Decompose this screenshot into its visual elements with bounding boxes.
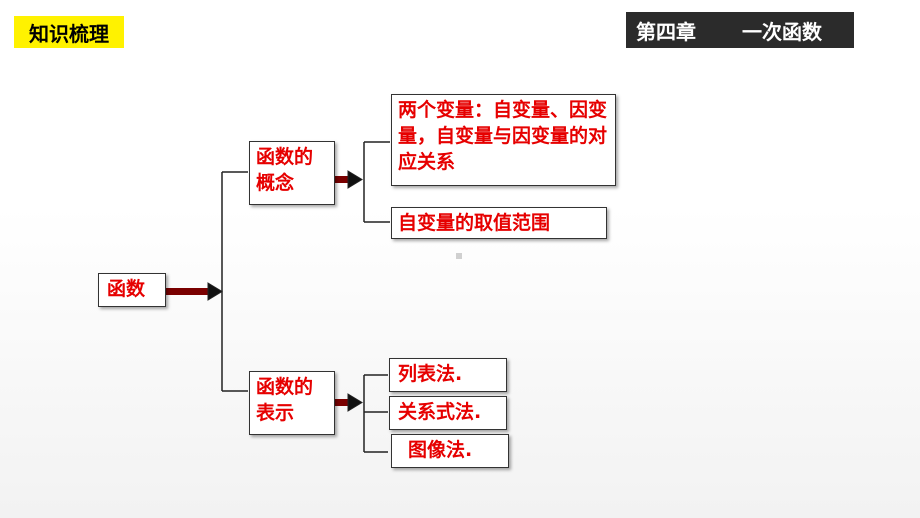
rep-item-graph: 图像法.: [391, 434, 509, 468]
arrow-concept: [334, 170, 363, 189]
concept-item-variables: 两个变量：自变量、因变量，自变量与因变量的对应关系: [391, 94, 616, 186]
concept-node: 函数的概念: [249, 141, 335, 205]
concept-item-domain: 自变量的取值范围: [391, 207, 607, 239]
rep-item-table: 列表法.: [389, 358, 507, 392]
chapter-number: 第四章: [636, 19, 696, 44]
chapter-title: 一次函数: [742, 19, 822, 44]
representation-node: 函数的表示: [249, 371, 335, 435]
chapter-banner: 第四章 一次函数: [626, 12, 854, 48]
section-tag: 知识梳理: [14, 16, 124, 48]
rep-item-formula: 关系式法.: [389, 396, 507, 430]
arrow-representation: [334, 393, 363, 412]
arrow-root: [166, 282, 223, 301]
root-node: 函数: [98, 273, 166, 307]
placeholder-dot: [456, 253, 462, 259]
